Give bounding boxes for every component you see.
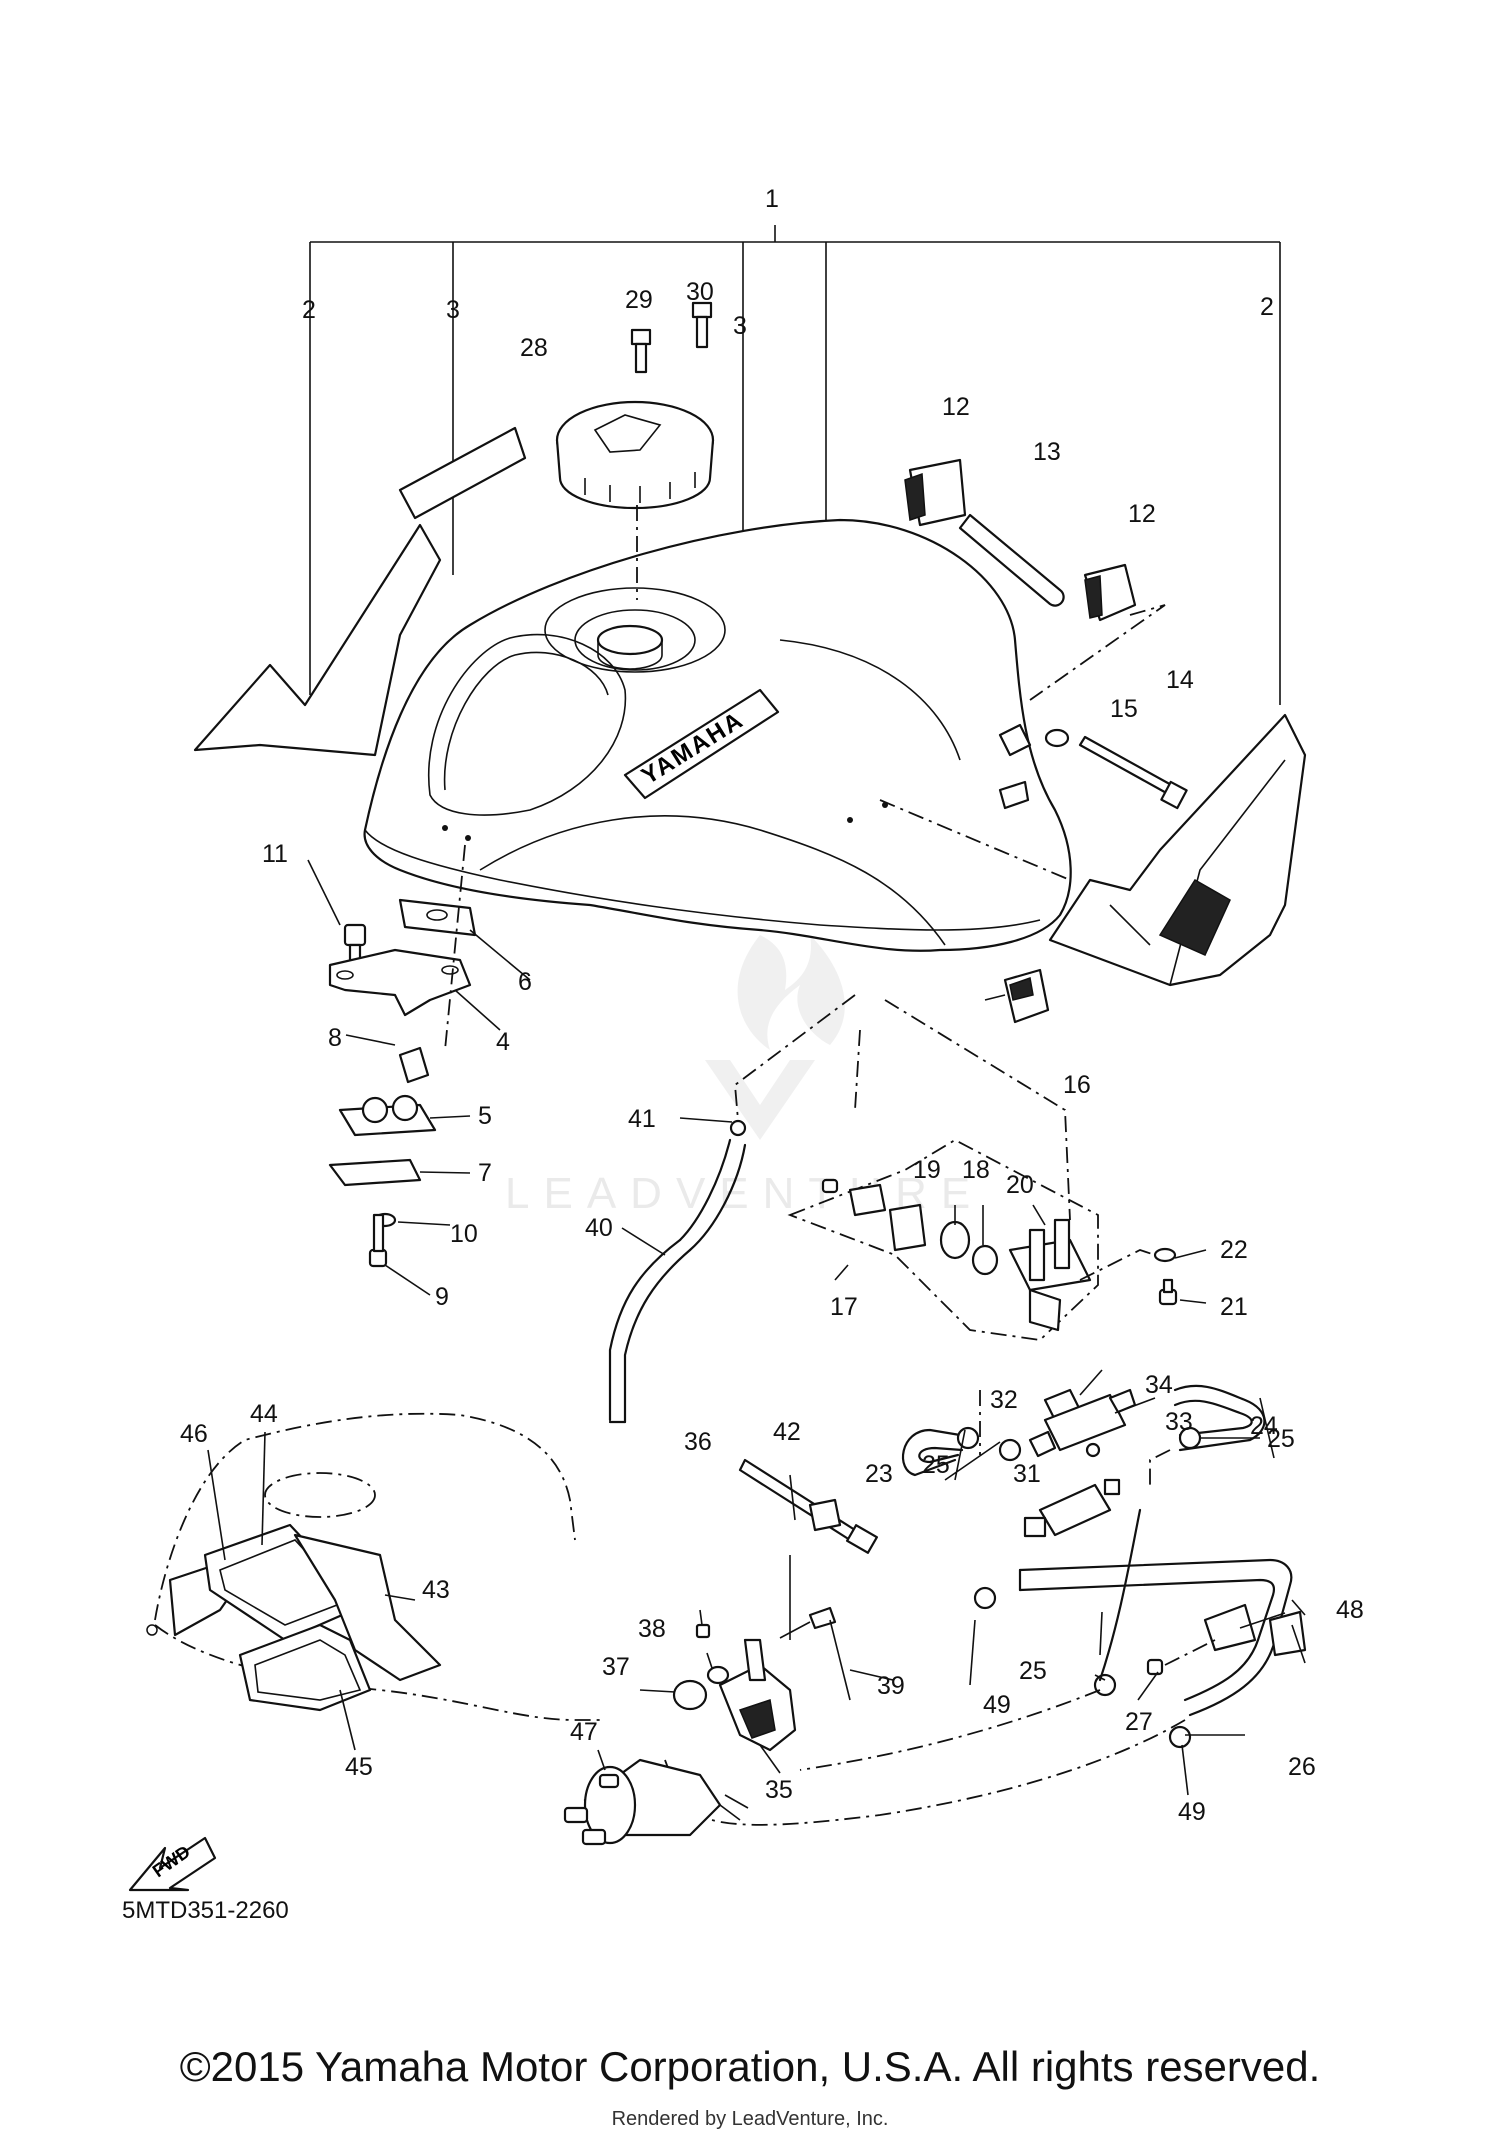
vent-hose <box>608 994 856 1424</box>
callout-label: 38 <box>638 1615 666 1643</box>
watermark: LEADVENTURE <box>505 935 970 1218</box>
callout-label: 31 <box>1013 1460 1041 1488</box>
callout-label: 3 <box>446 296 460 324</box>
callout-label: 18 <box>962 1156 990 1184</box>
callout-label: 12 <box>1128 500 1156 528</box>
front-bracket-stack <box>328 844 477 1268</box>
callout-label: 35 <box>765 1776 793 1804</box>
callout-label: 24 <box>1250 1412 1278 1440</box>
callout-label: 20 <box>1006 1171 1034 1199</box>
callout-label: 47 <box>570 1718 598 1746</box>
callout-label: 2 <box>1260 293 1274 321</box>
callout-label: 33 <box>1165 1408 1193 1436</box>
callout-label: 25 <box>1267 1425 1295 1453</box>
rendered-by-credit: Rendered by LeadVenture, Inc. <box>611 2108 889 2130</box>
callout-label: 6 <box>518 968 532 996</box>
callout-label: 43 <box>422 1576 450 1604</box>
side-cover-right <box>1048 713 1307 987</box>
callout-label: 41 <box>628 1105 656 1133</box>
callout-label: 3 <box>733 312 747 340</box>
callout-labels: 1 2 3 3 2 29 30 28 12 13 12 14 15 11 6 4… <box>180 185 1364 1826</box>
callout-label: 11 <box>262 840 288 868</box>
inset-tank-view <box>146 1412 600 1721</box>
callout-label: 10 <box>450 1220 478 1248</box>
callout-label: 14 <box>1166 666 1194 694</box>
bolt-30 <box>691 301 713 349</box>
callout-label: 49 <box>983 1691 1011 1719</box>
callout-label: 13 <box>1033 438 1061 466</box>
callout-label: 44 <box>250 1400 278 1428</box>
callout-label: 28 <box>520 334 548 362</box>
callout-label: 12 <box>942 393 970 421</box>
callout-label: 22 <box>1220 1236 1248 1264</box>
side-cover-left <box>193 426 527 757</box>
callout-label: 37 <box>602 1653 630 1681</box>
fwd-arrow: FWD <box>128 1836 217 1892</box>
rear-mount-parts <box>904 458 1188 810</box>
callout-label: 17 <box>830 1293 858 1321</box>
callout-label: 36 <box>684 1428 712 1456</box>
callout-label: 39 <box>877 1672 905 1700</box>
callout-label: 15 <box>1110 695 1138 723</box>
callout-label: 48 <box>1336 1596 1364 1624</box>
copyright-notice: ©2015 Yamaha Motor Corporation, U.S.A. A… <box>179 2043 1321 2090</box>
callout-label: 42 <box>773 1418 801 1446</box>
callout-label: 7 <box>478 1159 492 1187</box>
callout-label: 40 <box>585 1214 613 1242</box>
callout-label: 27 <box>1125 1708 1153 1736</box>
callout-label: 9 <box>435 1283 449 1311</box>
callout-label: 5 <box>478 1102 492 1130</box>
callout-label: 21 <box>1220 1293 1248 1321</box>
callout-label: 23 <box>865 1460 893 1488</box>
callout-label: 45 <box>345 1753 373 1781</box>
callout-label: 34 <box>1145 1371 1173 1399</box>
leader-lines <box>207 859 1306 1796</box>
callout-label: 2 <box>302 296 316 324</box>
fuel-cock-assembly <box>787 999 1178 1341</box>
diagram-code: 5MTD351-2260 <box>122 1897 289 1924</box>
fuel-filter <box>1028 1388 1137 1458</box>
callout-label: 49 <box>1178 1798 1206 1826</box>
callout-label: 25 <box>1019 1657 1047 1685</box>
callout-label: 25 <box>922 1451 950 1479</box>
callout-label: 19 <box>913 1156 941 1184</box>
fuel-cap-assembly <box>555 301 715 600</box>
callout-label: 30 <box>686 278 714 306</box>
callout-label: 26 <box>1288 1753 1316 1781</box>
callout-label: 46 <box>180 1420 208 1448</box>
fuel-pump-assembly <box>563 1458 878 1846</box>
callout-label: 16 <box>1063 1071 1091 1099</box>
callout-label: 1 <box>765 185 779 213</box>
bolt-29 <box>630 328 652 374</box>
fuel-level-sensor <box>984 968 1050 1024</box>
callout-label: 4 <box>496 1028 510 1056</box>
callout-label: 32 <box>990 1386 1018 1414</box>
callout-label: 29 <box>625 286 653 314</box>
callout-label: 8 <box>328 1024 342 1052</box>
fuel-tank: YAMAHA <box>363 518 1072 952</box>
